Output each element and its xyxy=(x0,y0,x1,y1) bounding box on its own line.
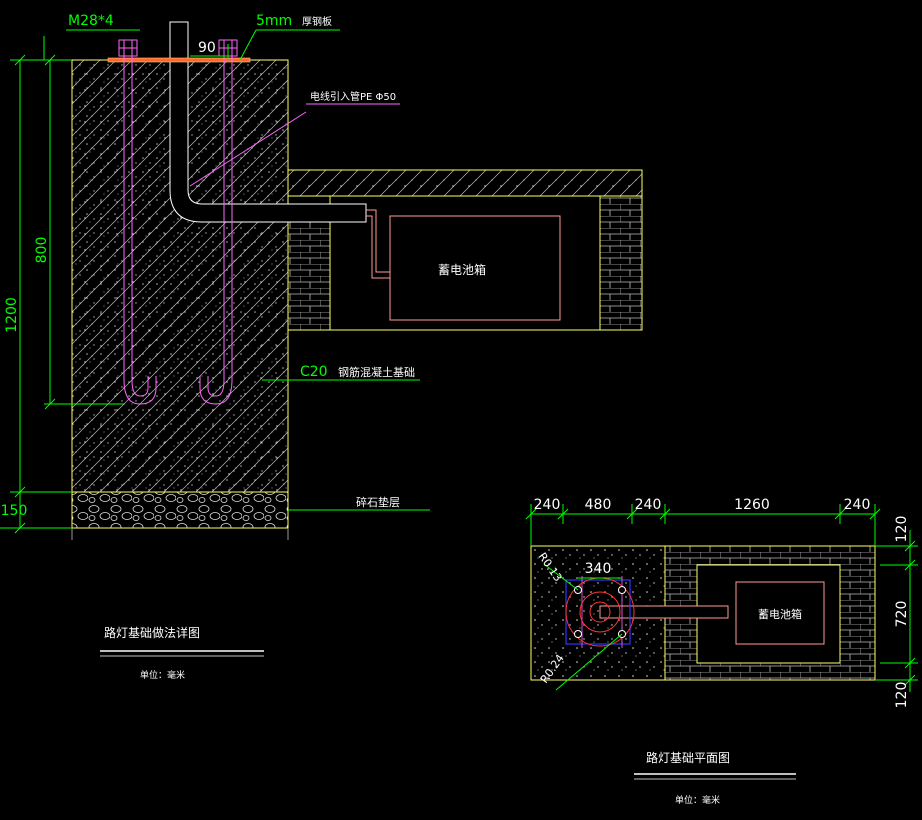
label-pipe: 电线引入管PE Φ50 xyxy=(310,90,396,103)
gravel-layer xyxy=(71,491,289,529)
label-plate-size: 5mm xyxy=(256,13,292,29)
dim-150 xyxy=(0,492,72,534)
label-concrete: 钢筋混凝土基础 xyxy=(338,365,415,379)
dim-340-text: 340 xyxy=(585,561,612,577)
label-gravel: 碎石垫层 xyxy=(356,495,400,509)
battery-box-label: 蓄电池箱 xyxy=(438,262,486,277)
pit-left-wall xyxy=(287,221,331,331)
dim-1200-text: 1200 xyxy=(4,297,20,333)
section-title: 路灯基础做法详图 xyxy=(104,625,200,640)
pit-right-wall xyxy=(599,195,643,331)
label-bolt: M28*4 xyxy=(68,13,114,29)
dim-right-3: 120 xyxy=(894,682,910,709)
steel-plate xyxy=(107,57,251,63)
dim-top-5: 240 xyxy=(844,497,871,513)
label-concrete-code: C20 xyxy=(300,364,328,380)
dim-top-4: 1260 xyxy=(734,497,770,513)
plan-battery-label: 蓄电池箱 xyxy=(758,607,802,621)
dim-top-1: 240 xyxy=(534,497,561,513)
dim-150-text: 150 xyxy=(1,503,28,519)
label-plate: 厚钢板 xyxy=(302,15,332,28)
anchor-bolt-left xyxy=(118,39,157,405)
dim-top-3: 240 xyxy=(635,497,662,513)
dim-800-text: 800 xyxy=(34,237,50,264)
dim-90-text: 90 xyxy=(198,40,216,56)
plan-dims-right xyxy=(875,530,918,692)
section-view: 蓄电池箱 1200 xyxy=(0,13,643,681)
plan-title: 路灯基础平面图 xyxy=(646,750,730,765)
pe-conduit xyxy=(169,21,367,223)
plan-battery-box xyxy=(735,581,825,645)
dim-right-1: 120 xyxy=(894,516,910,543)
battery-box-section xyxy=(389,215,561,321)
plan-dims-top xyxy=(525,504,881,546)
pit-cover-slab xyxy=(287,169,643,197)
plan-unit: 单位：毫米 xyxy=(675,794,720,806)
dim-right-2: 720 xyxy=(894,601,910,628)
dim-top-2: 480 xyxy=(585,497,612,513)
plan-view: 蓄电池箱 340 R0.13 R0.24 xyxy=(525,497,918,806)
section-unit: 单位：毫米 xyxy=(140,669,185,681)
dim-1200 xyxy=(10,54,72,498)
dim-800 xyxy=(44,54,124,410)
